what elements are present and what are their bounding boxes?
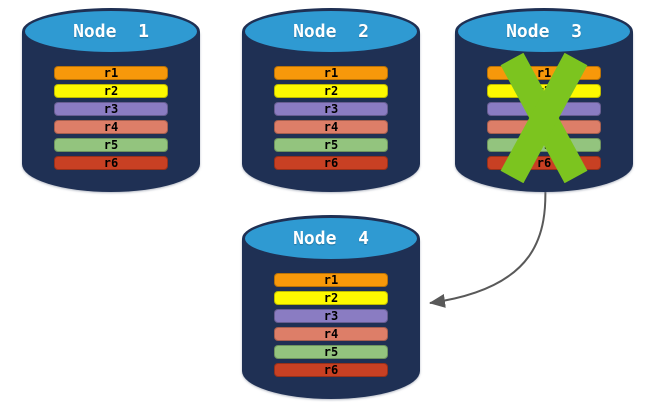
node-4-replica-bar-r5: r5 — [274, 345, 388, 359]
replica-stack: r1 r2 r3 r4 r5 r6 — [54, 66, 168, 170]
replica-stack: r1 r2 r3 r4 r5 r6 — [274, 273, 388, 377]
node-title: Node 1 — [73, 21, 149, 42]
replica-label: r2 — [323, 291, 339, 305]
node-2-replica-bar-r6: r6 — [274, 156, 388, 170]
node-title: Node 4 — [293, 228, 369, 249]
cylinder-top: Node 1 — [22, 8, 200, 55]
replica-label: r4 — [323, 327, 339, 341]
node-2-cylinder: Node 2 r1 r2 r3 r4 r5 r6 — [242, 8, 420, 192]
replica-label: r6 — [103, 156, 119, 170]
node-1-replica-bar-r2: r2 — [54, 84, 168, 98]
node-2-replica-bar-r5: r5 — [274, 138, 388, 152]
node-2-replica-bar-r4: r4 — [274, 120, 388, 134]
replica-label: r3 — [323, 309, 339, 323]
node-1-replica-bar-r3: r3 — [54, 102, 168, 116]
node-4-replica-bar-r1: r1 — [274, 273, 388, 287]
node-4-replica-bar-r6: r6 — [274, 363, 388, 377]
node-4-replica-bar-r2: r2 — [274, 291, 388, 305]
cylinder-top: Node 3 — [455, 8, 633, 55]
node-2-replica-bar-r2: r2 — [274, 84, 388, 98]
arrow-curve — [429, 179, 547, 308]
replica-label: r1 — [323, 66, 339, 80]
replica-label: r5 — [323, 138, 339, 152]
node-3-cylinder: Node 3 r1 r2 r3 r4 r5 r6 — [455, 8, 633, 192]
node-4-replica-bar-r4: r4 — [274, 327, 388, 341]
replica-label: r4 — [103, 120, 119, 134]
node-4-cylinder: Node 4 r1 r2 r3 r4 r5 r6 — [242, 215, 420, 399]
replica-label: r6 — [323, 363, 339, 377]
replica-label: r1 — [103, 66, 119, 80]
replica-label: r1 — [536, 66, 552, 80]
node-1-replica-bar-r4: r4 — [54, 120, 168, 134]
replica-label: r6 — [323, 156, 339, 170]
node-1-replica-bar-r6: r6 — [54, 156, 168, 170]
cylinder-top: Node 4 — [242, 215, 420, 262]
replica-label: r4 — [323, 120, 339, 134]
replica-label: r2 — [103, 84, 119, 98]
replica-label: r3 — [103, 102, 119, 116]
node-2-replica-bar-r3: r3 — [274, 102, 388, 116]
replica-label: r2 — [323, 84, 339, 98]
node-1-replica-bar-r5: r5 — [54, 138, 168, 152]
replica-label: r1 — [323, 273, 339, 287]
node-1-cylinder: Node 1 r1 r2 r3 r4 r5 r6 — [22, 8, 200, 192]
node-1-replica-bar-r1: r1 — [54, 66, 168, 80]
cylinder-top: Node 2 — [242, 8, 420, 55]
replica-label: r5 — [323, 345, 339, 359]
failure-x-icon — [500, 53, 588, 183]
replica-label: r3 — [323, 102, 339, 116]
node-2-replica-bar-r1: r1 — [274, 66, 388, 80]
replica-stack: r1 r2 r3 r4 r5 r6 — [274, 66, 388, 170]
node-title: Node 2 — [293, 21, 369, 42]
node-title: Node 3 — [506, 21, 582, 42]
replica-label: r5 — [103, 138, 119, 152]
replica-label: r6 — [536, 156, 552, 170]
node-4-replica-bar-r3: r3 — [274, 309, 388, 323]
